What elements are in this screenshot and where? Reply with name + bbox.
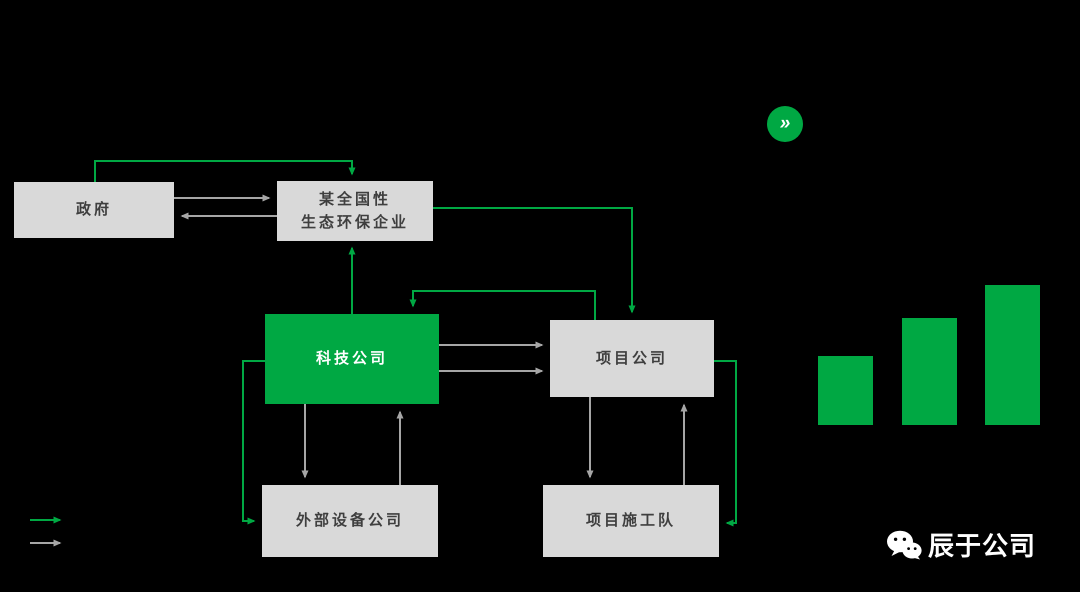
arrow-gov-to-national-top <box>94 160 356 182</box>
node-tech-label: 科技公司 <box>315 350 388 368</box>
chevrons-icon: » <box>779 113 791 134</box>
node-project-construction-team: 项目施工队 <box>543 485 719 557</box>
arrow-national-to-project <box>433 207 636 314</box>
bar-1 <box>818 356 873 425</box>
arrow-project-to-tech <box>409 290 596 320</box>
growth-bar-chart <box>818 285 1040 425</box>
chevrons-badge: » <box>767 106 803 142</box>
node-tech-company: 科技公司 <box>265 314 439 404</box>
node-external-equipment-company: 外部设备公司 <box>262 485 438 557</box>
wechat-logo-icon <box>887 530 922 559</box>
node-equipment-label: 外部设备公司 <box>295 512 404 530</box>
node-national-eco-enterprise: 某全国性 生态环保企业 <box>277 181 433 241</box>
node-project-company: 项目公司 <box>550 320 714 397</box>
brand-name: 辰于公司 <box>928 531 1037 561</box>
node-national-label-line1: 某全国性 <box>318 190 391 208</box>
footer-brand: 辰于公司 <box>886 526 1036 563</box>
node-project-label: 项目公司 <box>595 349 668 367</box>
node-government-label: 政府 <box>75 201 112 219</box>
node-government: 政府 <box>14 182 174 238</box>
bar-2 <box>901 318 957 425</box>
node-construction-label: 项目施工队 <box>585 512 676 530</box>
bar-3 <box>985 285 1040 425</box>
node-national-label-line2: 生态环保企业 <box>300 214 409 231</box>
